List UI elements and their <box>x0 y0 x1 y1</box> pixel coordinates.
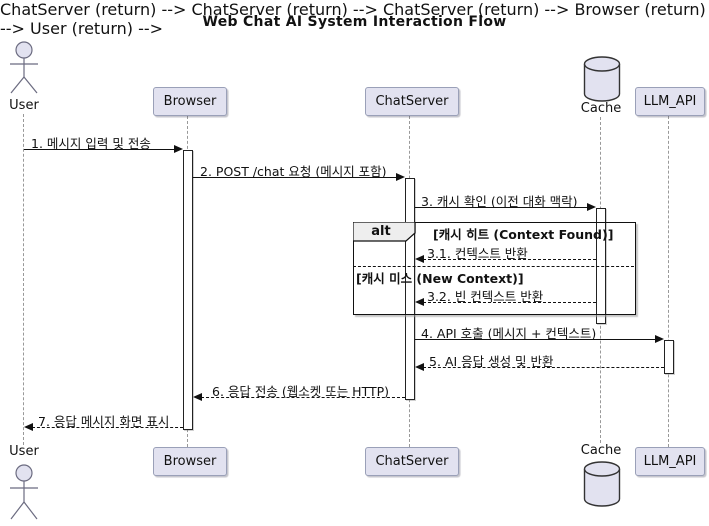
actor-user-top <box>6 40 42 96</box>
message-2-line <box>193 177 399 178</box>
message-1-line <box>24 149 177 150</box>
message-3-line <box>415 207 590 208</box>
message-7-arrowhead <box>24 423 33 431</box>
actor-icon <box>10 464 38 520</box>
alt-condition-hit: [캐시 히트 (Context Found)] <box>433 227 614 242</box>
alt-divider <box>353 266 634 267</box>
participant-browser-top: Browser <box>153 87 227 116</box>
message-1-label: 1. 메시지 입력 및 전송 <box>31 136 151 151</box>
message-3-label: 3. 캐시 확인 (이전 대화 맥락) <box>421 194 578 209</box>
participant-chatserver-top: ChatServer <box>365 87 459 116</box>
message-3-1-label: 3.1. 컨텍스트 반환 <box>427 246 528 261</box>
message-1-arrowhead <box>174 145 183 153</box>
message-2-arrowhead <box>396 173 405 181</box>
activation-chatserver <box>405 178 415 400</box>
message-7-label: 7. 응답 메시지 화면 표시 <box>38 414 170 429</box>
message-6-line <box>201 397 405 398</box>
activation-browser <box>183 150 193 430</box>
diagram-title: Web Chat AI System Interaction Flow <box>202 14 507 30</box>
message-6-label: 6. 응답 전송 (웹소켓 또는 HTTP) <box>212 384 390 399</box>
message-4-arrowhead <box>655 335 664 343</box>
alt-frame <box>353 222 636 315</box>
message-5-arrowhead <box>415 363 424 371</box>
lifeline-llm-api <box>668 116 669 447</box>
actor-user-bottom <box>6 461 42 523</box>
message-5-label: 5. AI 응답 생성 및 반환 <box>429 354 554 369</box>
database-icon <box>583 56 621 102</box>
message-5-line <box>423 367 664 368</box>
message-6-arrowhead <box>193 393 202 401</box>
activation-llm-api <box>664 340 674 374</box>
message-3-arrowhead <box>587 203 596 211</box>
database-cache-top <box>583 56 621 103</box>
database-cache-bottom <box>583 461 621 508</box>
message-4-label: 4. API 호출 (메시지 + 컨텍스트) <box>421 326 597 341</box>
actor-icon <box>10 41 38 94</box>
message-4-line <box>415 339 658 340</box>
participant-label-user-bottom: User <box>9 444 39 459</box>
participant-browser-bottom: Browser <box>153 447 227 476</box>
alt-keyword: alt <box>371 224 391 239</box>
message-3-2-arrowhead <box>415 298 424 306</box>
participant-llm-api-bottom: LLM_API <box>635 447 705 476</box>
message-2-label: 2. POST /chat 요청 (메시지 포함) <box>200 164 387 179</box>
participant-label-cache-bottom: Cache <box>580 443 622 458</box>
alt-frame-label-shape <box>353 222 417 242</box>
participant-label-cache-top: Cache <box>580 101 622 116</box>
message-3-1-arrowhead <box>415 255 424 263</box>
lifeline-user <box>23 114 24 445</box>
database-icon <box>583 461 621 507</box>
message-3-2-label: 3.2. 빈 컨텍스트 반환 <box>427 289 544 304</box>
message-3-1-line <box>423 259 596 260</box>
participant-label-user-top: User <box>9 98 39 113</box>
message-3-2-line <box>423 302 596 303</box>
participant-llm-api-top: LLM_API <box>635 87 705 116</box>
message-7-line <box>32 427 183 428</box>
alt-condition-miss: [캐시 미스 (New Context)] <box>356 271 524 286</box>
participant-chatserver-bottom: ChatServer <box>365 447 459 476</box>
